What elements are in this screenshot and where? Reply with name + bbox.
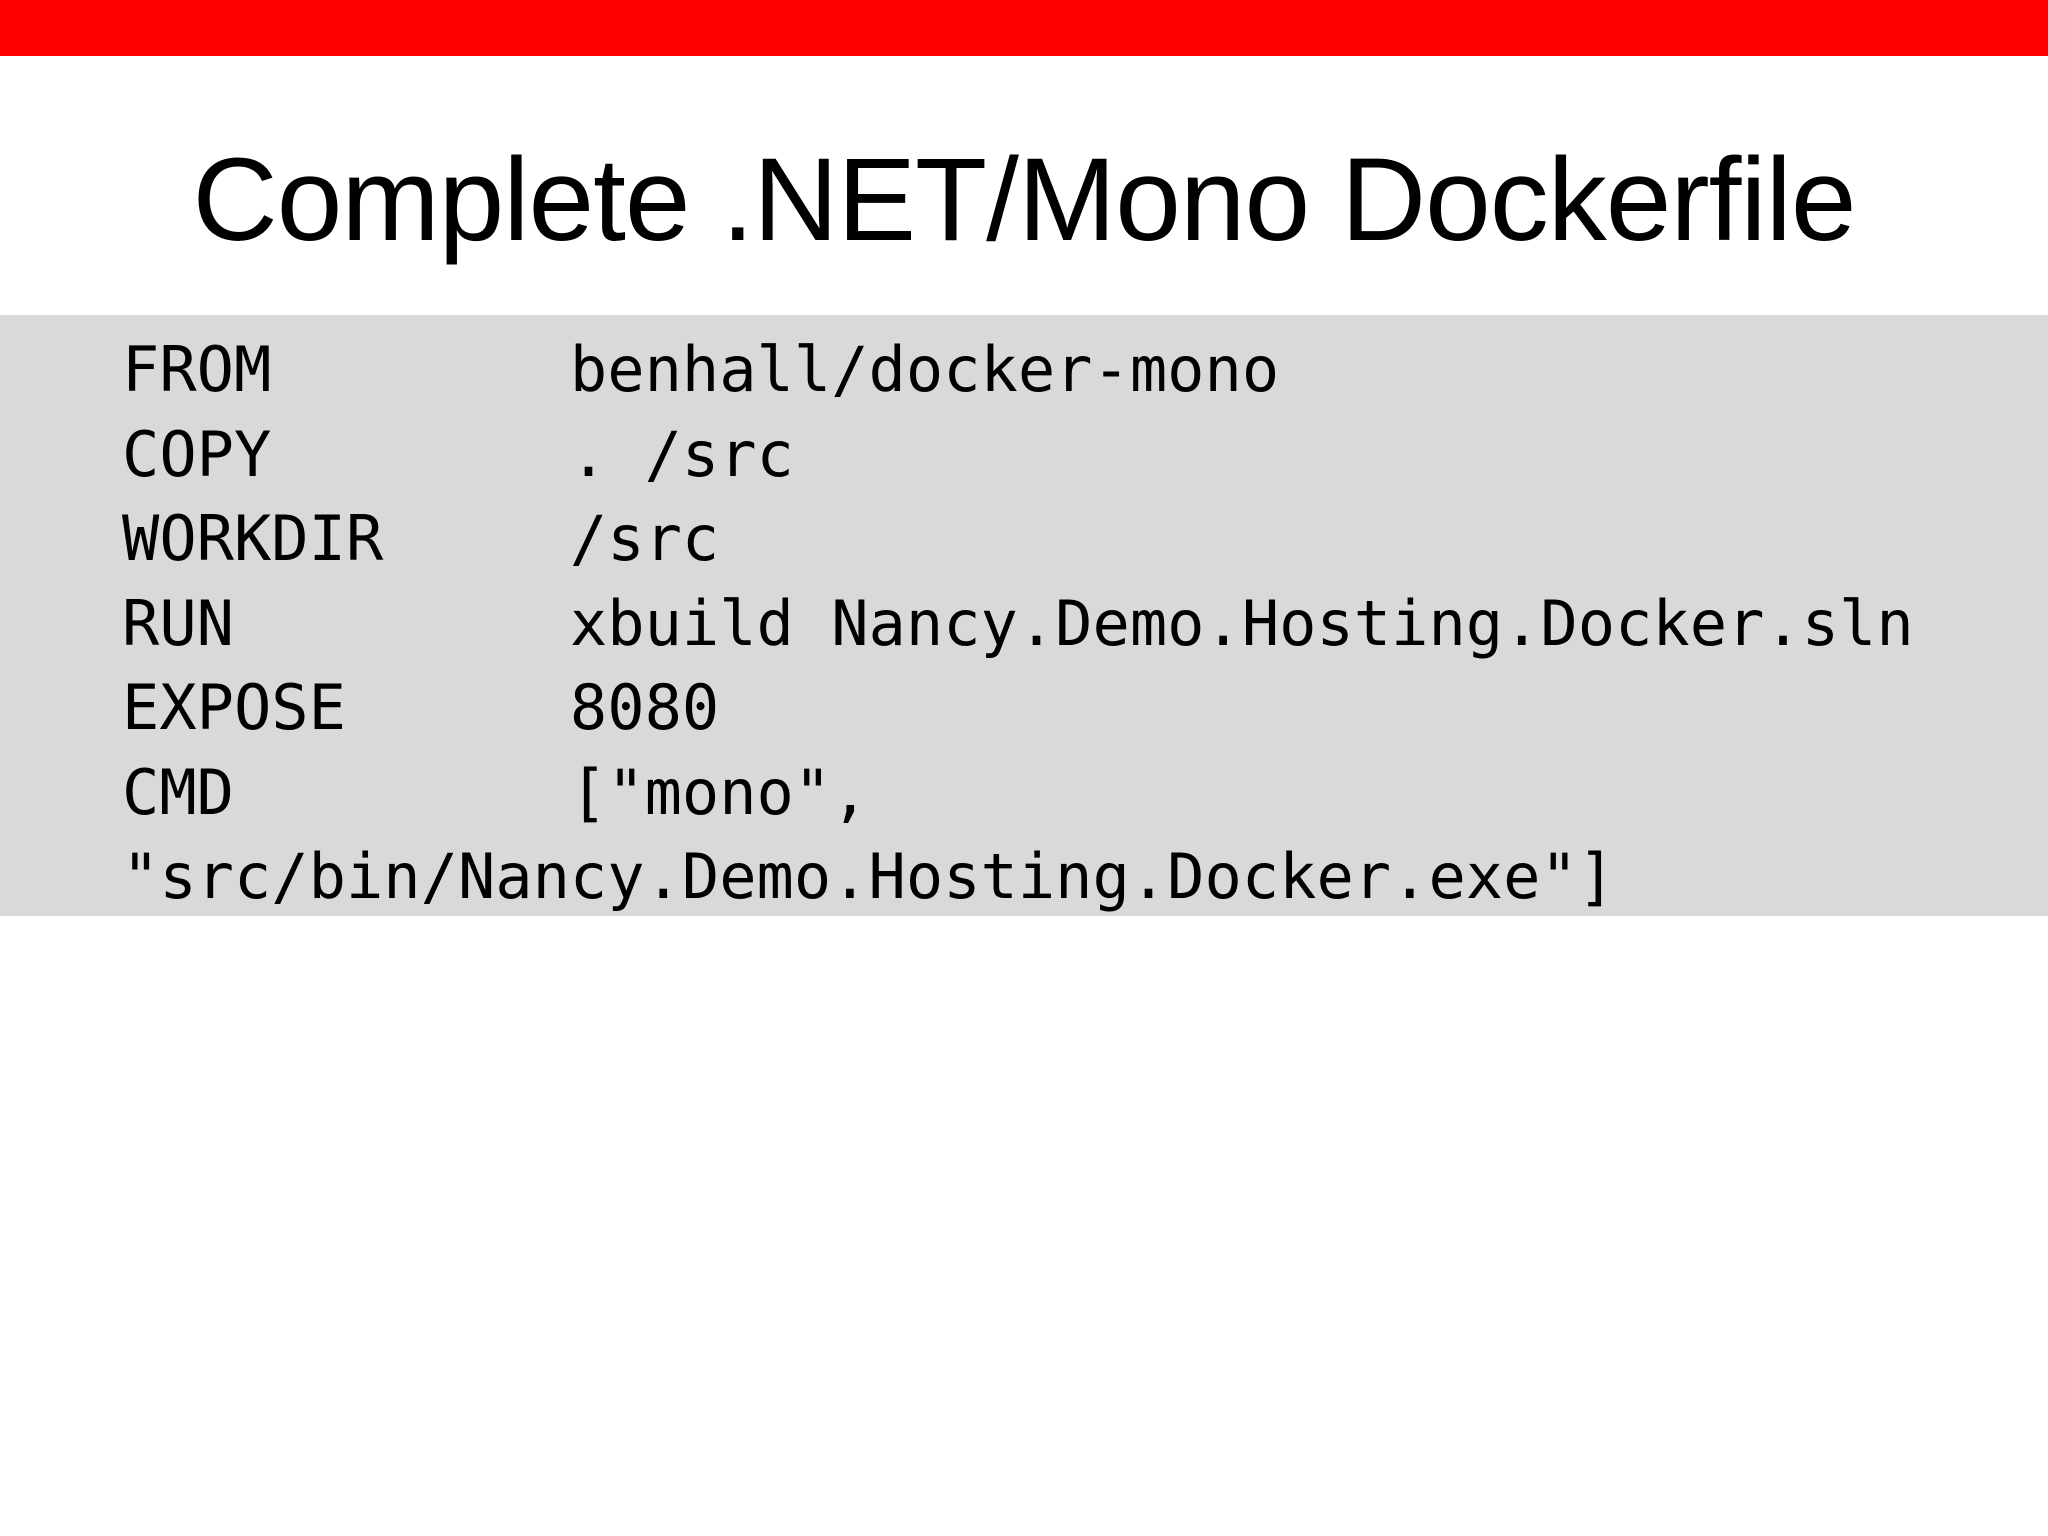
code-line: COPY . /src xyxy=(122,417,794,491)
slide-title: Complete .NET/Mono Dockerfile xyxy=(192,134,1857,266)
red-accent-bar xyxy=(0,0,2048,56)
code-line: FROM benhall/docker-mono xyxy=(122,333,1280,406)
dockerfile-code-block: FROM benhall/docker-mono COPY . /src WOR… xyxy=(0,315,2048,916)
code-line: CMD ["mono", xyxy=(122,755,869,829)
code-line: WORKDIR /src xyxy=(122,502,720,575)
code-line: "src/bin/Nancy.Demo.Hosting.Docker.exe"] xyxy=(122,840,1616,913)
code-line: EXPOSE 8080 xyxy=(122,671,720,744)
code-line: RUN xbuild Nancy.Demo.Hosting.Docker.sln xyxy=(122,586,1914,660)
